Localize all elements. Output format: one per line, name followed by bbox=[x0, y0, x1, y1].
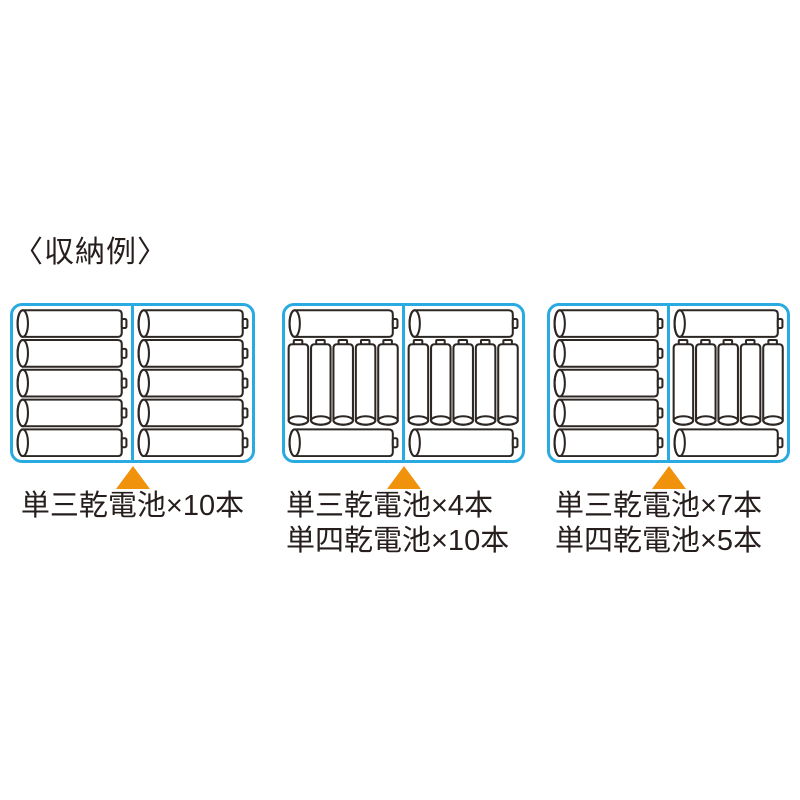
storage-example-3: 単三乾電池×7本単四乾電池×5本 bbox=[547, 303, 790, 573]
aa-battery-horizontal bbox=[288, 309, 399, 338]
battery-terminal-nub bbox=[656, 437, 664, 449]
aa-battery-horizontal bbox=[16, 309, 128, 338]
aaa-battery-vertical bbox=[695, 339, 717, 426]
aa-battery-horizontal bbox=[16, 338, 128, 368]
battery-terminal-nub bbox=[776, 437, 784, 449]
compartment-contents bbox=[672, 309, 784, 457]
aaa-battery-vertical bbox=[354, 339, 377, 426]
compartment-contents bbox=[16, 309, 128, 457]
storage-example-1: 単三乾電池×10本 bbox=[10, 303, 255, 573]
battery-terminal-nub bbox=[656, 347, 664, 359]
aa-battery-horizontal bbox=[553, 398, 664, 428]
battery-terminal-nub bbox=[241, 347, 249, 359]
aa-battery-horizontal bbox=[408, 309, 519, 338]
aa-battery-horizontal bbox=[137, 398, 249, 428]
aa-battery-horizontal bbox=[137, 338, 249, 368]
case-divider bbox=[667, 306, 670, 460]
case-left-compartment bbox=[550, 306, 667, 460]
aaa-battery-vertical bbox=[332, 339, 354, 426]
compartment-contents bbox=[407, 309, 519, 457]
battery-terminal-nub bbox=[120, 377, 128, 389]
caption-line: 単四乾電池×5本 bbox=[555, 525, 763, 557]
battery-terminal-nub bbox=[656, 377, 664, 389]
caption-line: 単三乾電池×4本 bbox=[286, 490, 494, 522]
battery-terminal-nub bbox=[241, 407, 249, 419]
battery-terminal-nub bbox=[656, 318, 664, 330]
case-divider bbox=[131, 306, 134, 460]
battery-terminal-nub bbox=[391, 318, 399, 330]
battery-terminal-nub bbox=[656, 407, 664, 419]
aa-battery-horizontal bbox=[137, 428, 249, 457]
aaa-battery-vertical bbox=[452, 339, 474, 426]
aaa-battery-vertical bbox=[474, 339, 497, 426]
battery-case-illustration bbox=[547, 303, 790, 463]
aa-battery-horizontal bbox=[16, 398, 128, 428]
aa-battery-horizontal bbox=[553, 368, 664, 398]
aaa-battery-vertical bbox=[310, 339, 332, 426]
aaa-battery-vertical bbox=[672, 339, 695, 426]
aa-battery-horizontal bbox=[553, 338, 664, 368]
aaa-battery-vertical bbox=[497, 339, 519, 426]
battery-terminal-nub bbox=[776, 318, 784, 330]
aa-battery-horizontal bbox=[16, 428, 128, 457]
case-left-compartment bbox=[285, 306, 402, 460]
aaa-battery-vertical bbox=[287, 339, 310, 426]
aaa-battery-vertical bbox=[762, 339, 784, 426]
example-caption: 単三乾電池×7本単四乾電池×5本 bbox=[547, 489, 798, 559]
case-right-compartment bbox=[405, 306, 522, 460]
battery-terminal-nub bbox=[391, 437, 399, 449]
aa-battery-horizontal bbox=[553, 428, 664, 457]
battery-terminal-nub bbox=[241, 318, 249, 330]
aaa-battery-vertical bbox=[377, 339, 399, 426]
battery-terminal-nub bbox=[120, 437, 128, 449]
case-right-compartment bbox=[670, 306, 787, 460]
example-caption: 単三乾電池×4本単四乾電池×10本 bbox=[282, 489, 529, 559]
caption-line: 単三乾電池×7本 bbox=[555, 490, 763, 522]
storage-example-2: 単三乾電池×4本単四乾電池×10本 bbox=[282, 303, 525, 573]
caption-line: 単四乾電池×10本 bbox=[286, 525, 510, 557]
battery-case-illustration bbox=[282, 303, 525, 463]
battery-terminal-nub bbox=[241, 377, 249, 389]
aa-battery-horizontal bbox=[553, 309, 664, 338]
case-left-compartment bbox=[13, 306, 131, 460]
battery-case-illustration bbox=[10, 303, 255, 463]
compartment-contents bbox=[553, 309, 664, 457]
compartment-contents bbox=[137, 309, 249, 457]
case-right-compartment bbox=[134, 306, 252, 460]
aaa-battery-vertical bbox=[717, 339, 739, 426]
pointer-triangle-icon bbox=[386, 466, 421, 489]
aa-battery-horizontal bbox=[137, 368, 249, 398]
aa-battery-horizontal bbox=[288, 428, 399, 457]
case-divider bbox=[402, 306, 405, 460]
pointer-triangle-icon bbox=[651, 466, 686, 489]
pointer-triangle-icon bbox=[115, 466, 150, 489]
aa-battery-horizontal bbox=[408, 428, 519, 457]
battery-terminal-nub bbox=[120, 347, 128, 359]
aaa-battery-vertical bbox=[739, 339, 762, 426]
aa-battery-horizontal bbox=[16, 368, 128, 398]
aaa-battery-vertical bbox=[430, 339, 452, 426]
aa-battery-horizontal bbox=[673, 309, 784, 338]
battery-terminal-nub bbox=[241, 437, 249, 449]
example-caption: 単三乾電池×10本 bbox=[10, 489, 255, 524]
battery-terminal-nub bbox=[120, 407, 128, 419]
battery-terminal-nub bbox=[511, 318, 519, 330]
compartment-contents bbox=[287, 309, 399, 457]
caption-line: 単三乾電池×10本 bbox=[20, 490, 245, 522]
aaa-battery-vertical bbox=[407, 339, 430, 426]
aa-battery-horizontal bbox=[673, 428, 784, 457]
battery-terminal-nub bbox=[511, 437, 519, 449]
figure-title: 〈収納例〉 bbox=[13, 236, 168, 269]
battery-terminal-nub bbox=[120, 318, 128, 330]
aa-battery-horizontal bbox=[137, 309, 249, 338]
